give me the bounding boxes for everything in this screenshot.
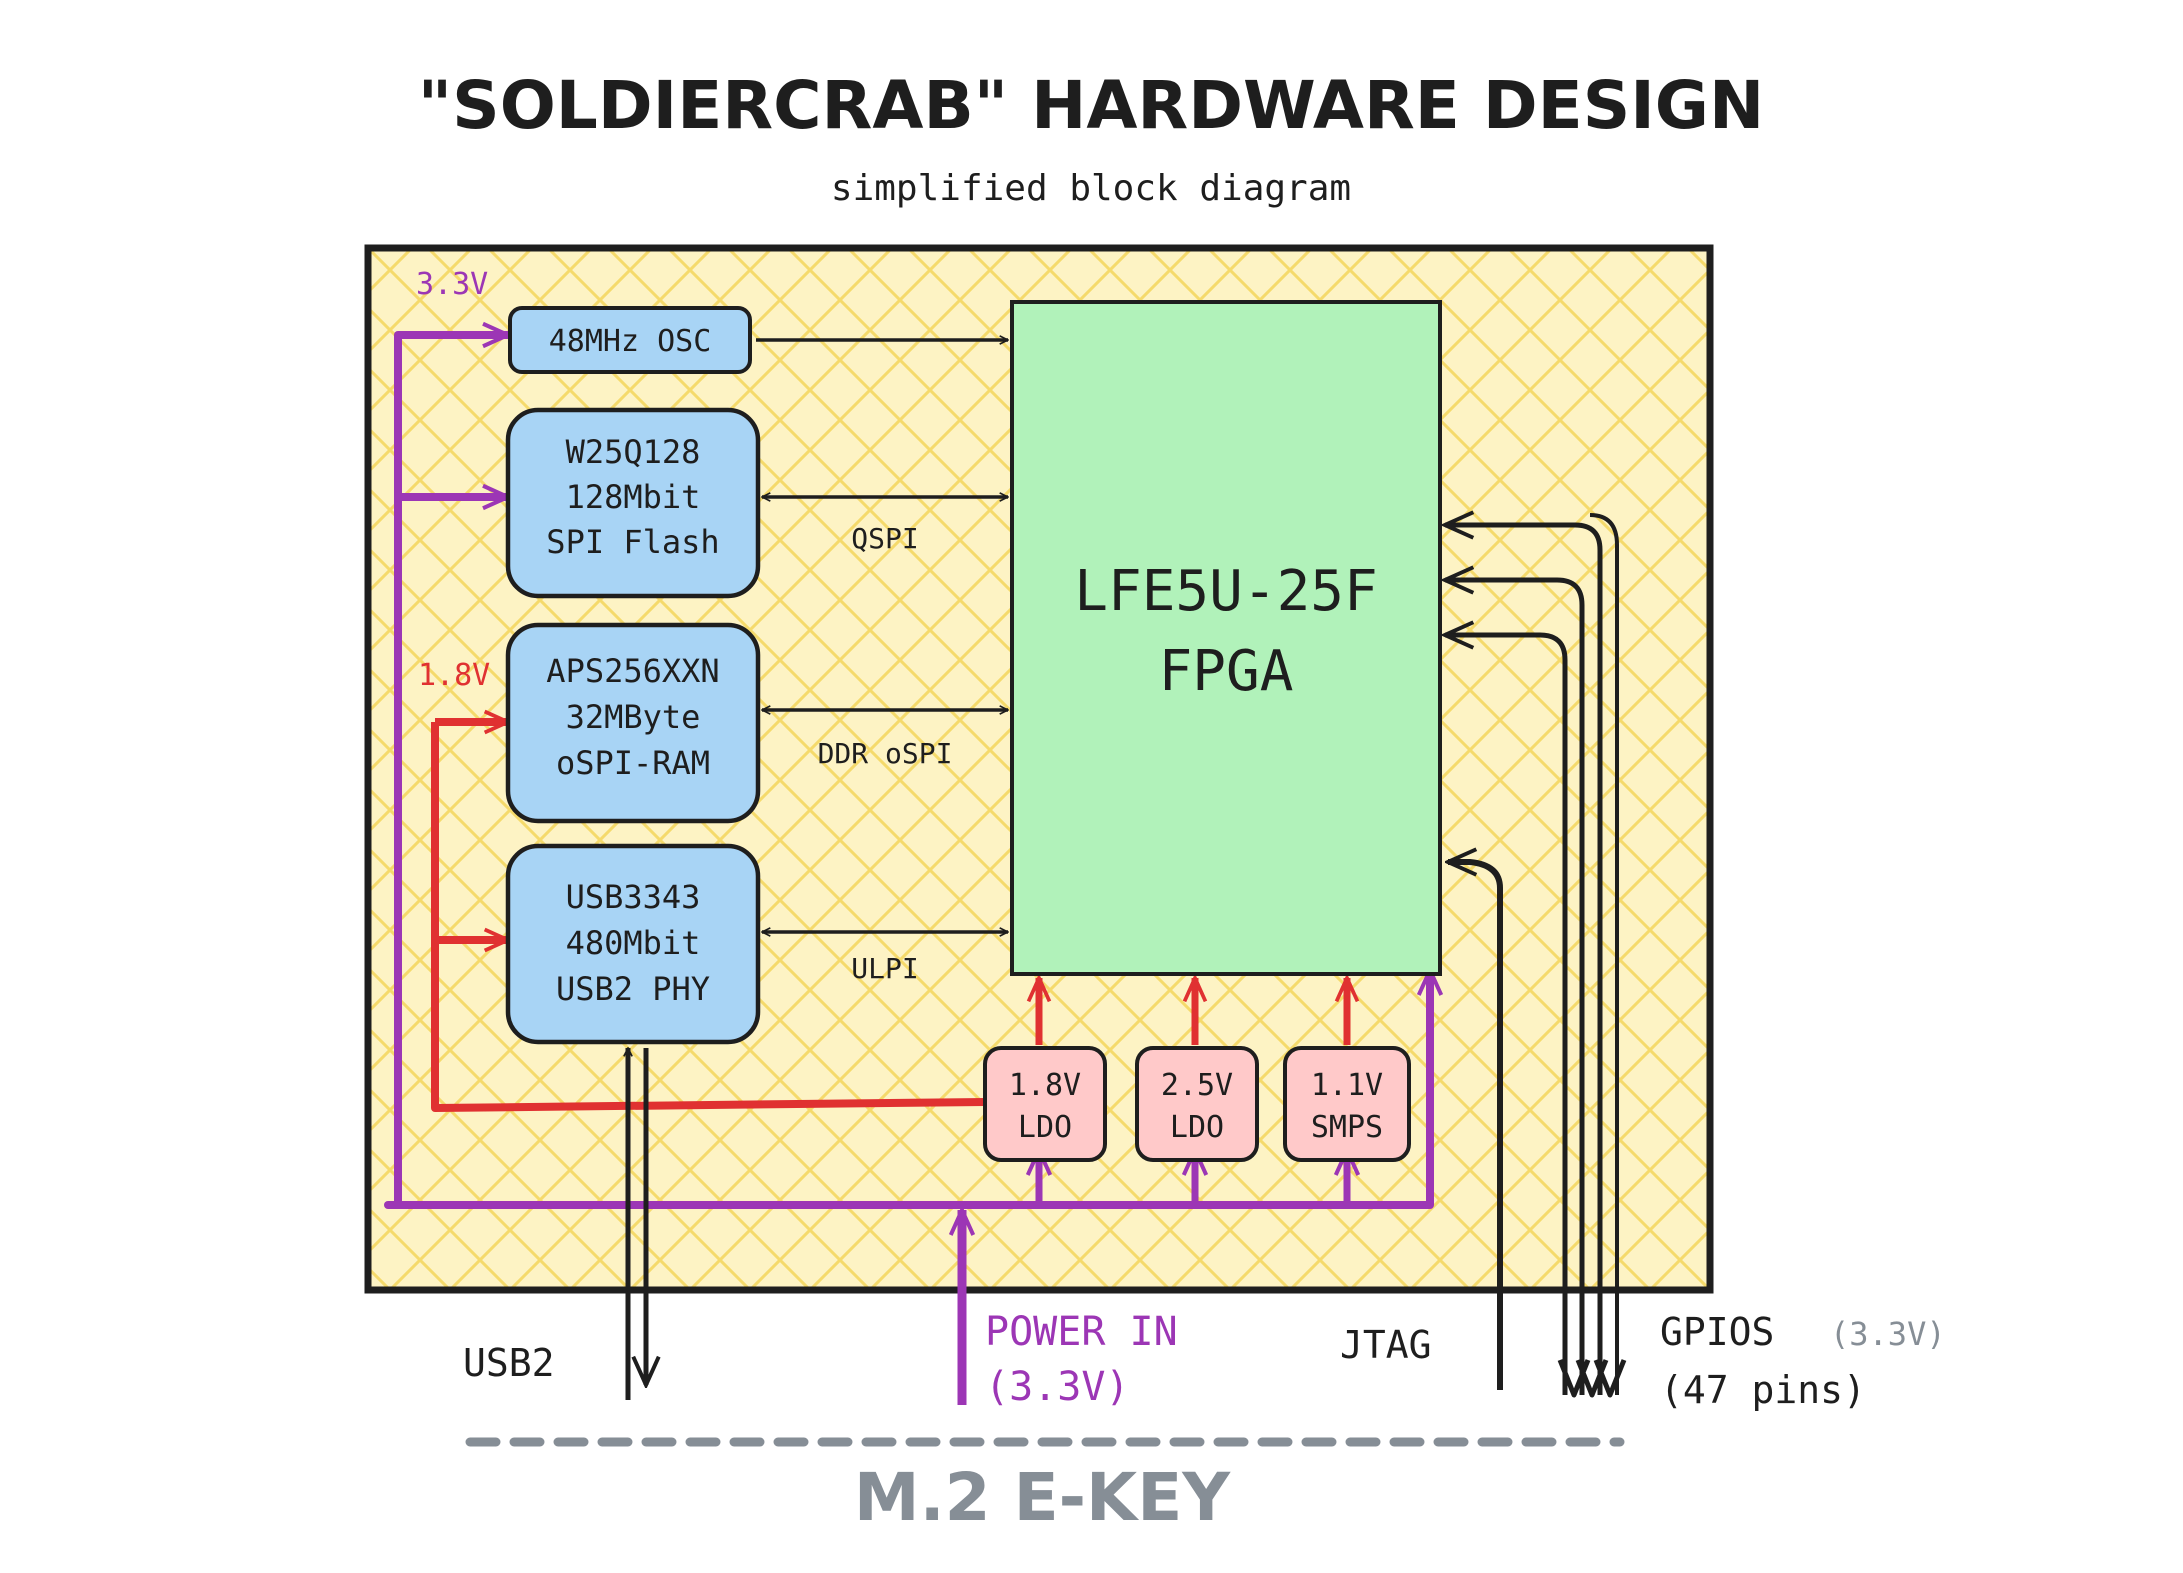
ldo-1v8-voltage: 1.8V bbox=[1009, 1068, 1081, 1103]
power-in-label: POWER IN bbox=[985, 1309, 1178, 1355]
ddr-ospi-label: DDR oSPI bbox=[818, 737, 953, 770]
ldo-2v5-type: LDO bbox=[1170, 1110, 1224, 1145]
usb-phy-part: USB3343 bbox=[566, 878, 701, 916]
gpios-label: GPIOS bbox=[1660, 1310, 1774, 1354]
ldo-1v8-type: LDO bbox=[1018, 1110, 1072, 1145]
gpios-count: (47 pins) bbox=[1660, 1368, 1866, 1412]
smps-1v1-voltage: 1.1V bbox=[1311, 1068, 1383, 1103]
spi-flash-size: 128Mbit bbox=[566, 478, 701, 516]
ospi-ram-block bbox=[505, 622, 761, 824]
ospi-ram-size: 32MByte bbox=[566, 698, 701, 736]
fpga-block bbox=[1010, 300, 1442, 976]
page-subtitle: simplified block diagram bbox=[831, 168, 1351, 209]
ospi-ram-type: oSPI-RAM bbox=[556, 744, 710, 782]
jtag-label: JTAG bbox=[1340, 1323, 1432, 1367]
oscillator-label: 48MHz OSC bbox=[549, 324, 712, 359]
ospi-ram-part: APS256XXN bbox=[546, 652, 719, 690]
ldo-2v5-block bbox=[1135, 1046, 1259, 1162]
usb-phy-speed: 480Mbit bbox=[566, 924, 701, 962]
usb2-label: USB2 bbox=[463, 1341, 555, 1385]
fpga-sublabel: FPGA bbox=[1159, 639, 1294, 704]
power-in-voltage: (3.3V) bbox=[985, 1364, 1130, 1410]
rail-1v8-label: 1.8V bbox=[418, 658, 490, 693]
gpios-voltage: (3.3V) bbox=[1830, 1315, 1946, 1353]
usb-phy-type: USB2 PHY bbox=[556, 970, 710, 1008]
smps-1v1-block bbox=[1283, 1046, 1411, 1162]
fpga-label: LFE5U-25F bbox=[1074, 559, 1377, 624]
usb-phy-block bbox=[505, 843, 761, 1045]
smps-1v1-type: SMPS bbox=[1311, 1110, 1383, 1145]
gpio-links bbox=[1445, 515, 1627, 1398]
connector-label: M.2 E-KEY bbox=[854, 1459, 1231, 1536]
rail-1v8 bbox=[431, 722, 1347, 1112]
jtag-link bbox=[1448, 862, 1503, 1390]
ldo-2v5-voltage: 2.5V bbox=[1161, 1068, 1233, 1103]
usb2-link bbox=[628, 1048, 646, 1400]
qspi-label: QSPI bbox=[851, 522, 918, 555]
rail-3v3-label: 3.3V bbox=[416, 267, 488, 302]
page-title: "SOLDIERCRAB" HARDWARE DESIGN bbox=[418, 67, 1764, 144]
ulpi-label: ULPI bbox=[851, 952, 918, 985]
spi-flash-block bbox=[505, 407, 761, 599]
spi-flash-type: SPI Flash bbox=[546, 523, 719, 561]
ldo-1v8-block bbox=[983, 1046, 1107, 1162]
oscillator-block bbox=[508, 306, 752, 374]
spi-flash-part: W25Q128 bbox=[566, 433, 701, 471]
